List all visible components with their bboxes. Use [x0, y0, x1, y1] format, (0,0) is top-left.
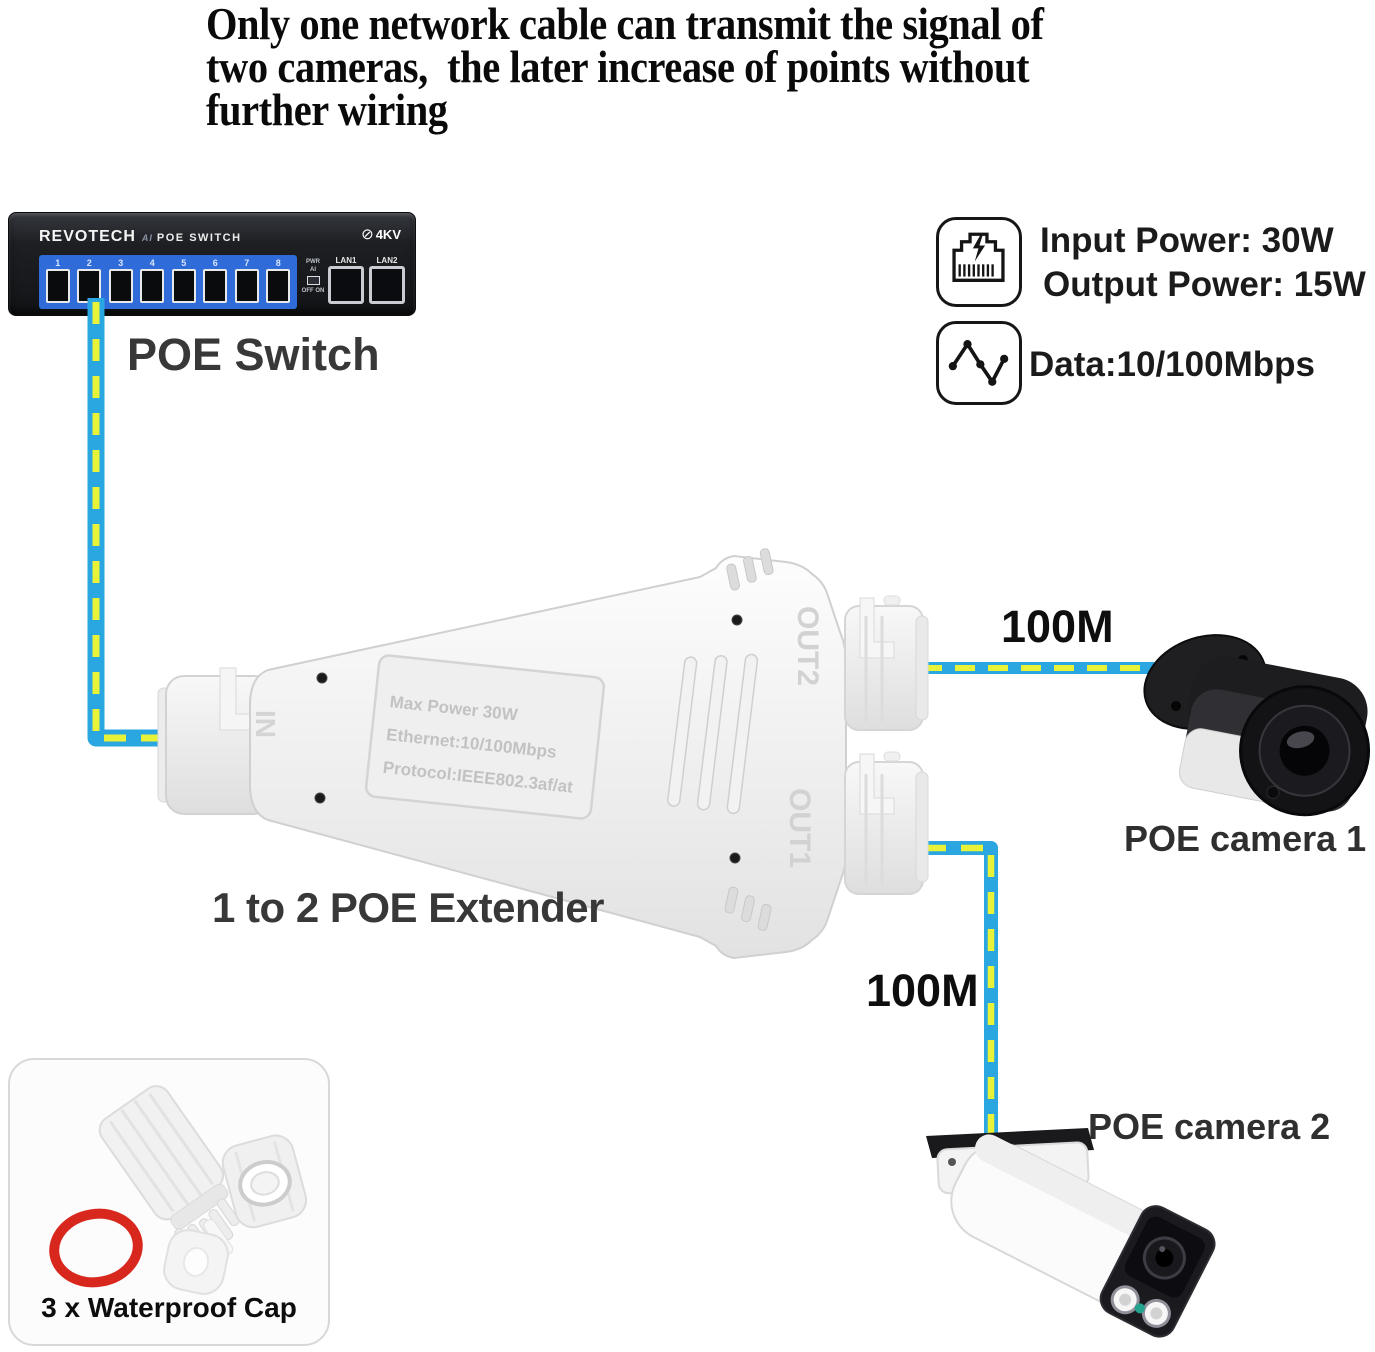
waterproof-cap-parts: [49, 1085, 308, 1295]
ethernet-power-icon: [952, 232, 1005, 282]
cam1-distance-label: 100M: [1001, 601, 1114, 652]
dip-switch-icon: [306, 276, 320, 285]
out1-connector: [844, 751, 929, 895]
input-power-text: Input Power: 30W: [1040, 221, 1334, 260]
rj45-port-icon: [45, 269, 70, 303]
port-number: 6: [212, 258, 218, 268]
port-strip: 1 2 3 4 5 6 7 8: [39, 255, 297, 309]
camera1-label: POE camera 1: [1124, 818, 1367, 859]
lan2-label: LAN2: [376, 256, 398, 265]
surge-badge-text: 4KV: [375, 226, 401, 242]
port-number: 2: [86, 258, 92, 268]
brand-suffix: AI: [141, 233, 153, 243]
out2-label: OUT2: [791, 606, 824, 686]
rj45-port-icon: [77, 269, 102, 303]
out2-connector: [844, 595, 929, 731]
port-2: 2: [74, 257, 106, 307]
extender-graphic: Max Power 30W Ethernet:10/100Mbps Protoc…: [157, 548, 929, 959]
ai-label: AI: [310, 267, 316, 273]
port-number: 3: [118, 258, 124, 268]
in-label: IN: [250, 710, 281, 738]
brand-text: REVOTECH: [39, 228, 136, 245]
port-5: 5: [168, 257, 200, 307]
cable-out1-to-camera2: [918, 841, 998, 1145]
extender-label: 1 to 2 POE Extender: [212, 884, 604, 931]
port-number: 4: [149, 258, 155, 268]
rj45-port-icon: [234, 269, 259, 303]
poe-switch-label: POE Switch: [127, 329, 380, 380]
lan1-port: LAN1: [328, 255, 364, 304]
waterproof-cap-label: 3 x Waterproof Cap: [41, 1292, 297, 1323]
page-title: Only one network cable can transmit the …: [206, 0, 1044, 135]
port-4: 4: [137, 257, 169, 307]
port-number: 1: [55, 258, 61, 268]
pwr-label: PWR: [306, 259, 320, 265]
lightning-icon: [972, 233, 986, 262]
rj45-port-icon: [369, 266, 405, 304]
o-ring: [49, 1208, 143, 1288]
port-number: 5: [181, 258, 187, 268]
camera2-graphic: [926, 1128, 1216, 1338]
port-6: 6: [200, 257, 232, 307]
indicator-cluster: PWR AI OFF ON: [300, 258, 326, 295]
power-spec-icon-box: [936, 217, 1022, 307]
bottom-ribs: [724, 886, 772, 931]
rj45-port-icon: [171, 269, 196, 303]
top-ribs: [726, 548, 774, 591]
product-text: POE SWITCH: [156, 232, 242, 244]
rj45-port-icon: [203, 269, 228, 303]
rj45-port-icon: [266, 269, 291, 303]
camera1-graphic: [1143, 634, 1371, 817]
rj45-port-icon: [328, 266, 364, 304]
surge-icon: ⊘: [361, 226, 374, 243]
port-1: 1: [42, 257, 74, 307]
grip-grooves: [667, 653, 759, 815]
lan1-label: LAN1: [335, 256, 357, 265]
port-7: 7: [231, 257, 263, 307]
lan-ports: LAN1 LAN2: [328, 255, 405, 304]
title-line-2: two cameras, the later increase of point…: [206, 41, 1030, 92]
port-number: 8: [275, 258, 281, 268]
title-line-3: further wiring: [206, 84, 448, 135]
out1-label: OUT1: [783, 788, 816, 868]
cable-switch-to-extender: [87, 298, 174, 747]
output-power-text: Output Power: 15W: [1043, 265, 1366, 304]
data-signal-icon: [948, 340, 1009, 386]
surge-badge: ⊘ 4KV: [361, 225, 401, 243]
title-line-1: Only one network cable can transmit the …: [206, 0, 1044, 49]
rj45-port-icon: [108, 269, 133, 303]
port-3: 3: [105, 257, 137, 307]
lan2-port: LAN2: [369, 255, 405, 304]
cam2-distance-label: 100M: [866, 965, 979, 1016]
data-rate-text: Data:10/100Mbps: [1029, 345, 1315, 384]
off-on-label: OFF ON: [301, 288, 325, 294]
data-spec-icon-box: [936, 321, 1022, 405]
rj45-port-icon: [140, 269, 165, 303]
camera2-label: POE camera 2: [1088, 1106, 1331, 1147]
port-number: 7: [244, 258, 250, 268]
screws: [314, 614, 743, 864]
port-8: 8: [263, 257, 295, 307]
